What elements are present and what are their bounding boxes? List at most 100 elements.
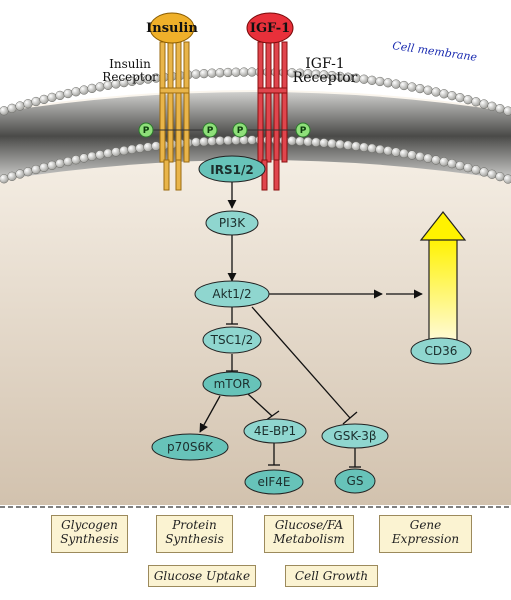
lipid-head: [79, 85, 89, 95]
insulin-ligand-label: Insulin: [146, 21, 198, 36]
lipid-head: [151, 141, 161, 151]
lipid-head: [327, 138, 337, 149]
lipid-head: [487, 101, 497, 111]
lipid-head: [191, 137, 201, 147]
lipid-head: [415, 151, 425, 162]
lipid-head: [23, 167, 33, 177]
lipid-head: [343, 140, 353, 150]
lipid-head: [463, 95, 473, 105]
lipid-head: [7, 171, 17, 181]
lipid-head: [207, 68, 217, 78]
lipid-head: [247, 135, 257, 145]
lipid-head: [63, 156, 73, 167]
phospho-site: P: [138, 122, 154, 138]
lipid-head: [487, 169, 497, 179]
lipid-head: [399, 148, 409, 159]
outcome-glycogen-synthesis: Glycogen Synthesis: [51, 515, 128, 553]
lipid-head: [127, 144, 137, 154]
outcome-line: Metabolism: [273, 532, 345, 546]
lipid-head: [495, 171, 505, 182]
lipid-head: [7, 103, 17, 113]
lipid-head: [423, 153, 433, 163]
node-pi3k: PI3K: [205, 210, 259, 236]
lipid-head: [391, 79, 401, 89]
lipid-head: [495, 103, 505, 114]
lipid-head: [223, 67, 233, 78]
node-p70: p70S6K: [151, 433, 229, 461]
lipid-head: [407, 82, 417, 92]
edge-akt-gsk: [251, 306, 351, 419]
outcome-line: Expression: [391, 532, 460, 546]
node-akt-label: Akt1/2: [212, 287, 251, 301]
lipid-head: [191, 69, 201, 79]
lipid-head: [47, 92, 57, 103]
lipid-head: [455, 92, 465, 103]
lipid-head: [79, 153, 89, 163]
lipid-head: [87, 151, 97, 162]
lipid-head: [351, 141, 361, 151]
lipid-head: [463, 163, 473, 173]
lipid-head: [367, 143, 377, 153]
node-p70-label: p70S6K: [167, 440, 214, 454]
outcome-protein-synthesis: Protein Synthesis: [156, 515, 233, 553]
node-tsc: TSC1/2: [202, 326, 262, 354]
edge-mtor-bp1: [247, 393, 273, 417]
lipid-head: [471, 165, 481, 175]
outcome-line: Cell Growth: [294, 569, 369, 583]
lipid-head: [447, 91, 457, 101]
outcome-line: Synthesis: [165, 532, 224, 546]
node-cd36-label: CD36: [425, 344, 458, 358]
outcome-line: Synthesis: [60, 532, 119, 546]
insulin-receptor-label-line1: Insulin: [109, 57, 151, 71]
lipid-head: [439, 157, 449, 167]
lipid-head: [391, 147, 401, 157]
lipid-head: [87, 83, 97, 94]
lipid-head: [0, 174, 9, 184]
node-gs: GS: [334, 468, 376, 494]
node-bp1-label: 4E-BP1: [254, 424, 296, 438]
node-eif4e: eIF4E: [244, 469, 304, 495]
lipid-head: [71, 155, 81, 165]
insulin-ligand: [149, 12, 195, 44]
node-tsc-label: TSC1/2: [210, 333, 254, 347]
lipid-head: [135, 143, 145, 153]
igf1-ligand-label: IGF-1: [250, 21, 290, 36]
lipid-head: [447, 159, 457, 169]
outcome-line: Glucose/FA: [274, 518, 344, 532]
lipid-head: [319, 138, 329, 148]
lipid-head: [431, 87, 441, 97]
lipid-head: [199, 68, 209, 79]
node-gs-label: GS: [347, 474, 364, 488]
igf1-ligand: [246, 12, 294, 44]
lipid-head: [231, 67, 241, 77]
lipid-head: [375, 76, 385, 87]
lipid-head: [503, 174, 511, 184]
lipid-head: [399, 80, 409, 91]
insulin-receptor-label-line2: Receptor: [102, 70, 158, 84]
lipid-head: [247, 67, 257, 77]
outcome-gene-expression: Gene Expression: [379, 515, 472, 553]
lipid-head: [215, 136, 225, 146]
lipid-head: [367, 75, 377, 85]
phospho-label: P: [300, 126, 307, 136]
lipid-head: [31, 96, 41, 107]
node-gsk-label: GSK-3β: [333, 429, 376, 443]
igf1-receptor-label-line1: IGF-1: [305, 56, 344, 72]
outcome-glucose-uptake: Glucose Uptake: [148, 565, 256, 587]
lipid-head: [423, 85, 433, 95]
node-pi3k-label: PI3K: [219, 216, 246, 230]
lipid-head: [295, 136, 305, 146]
phospho-sites: P P P P: [138, 122, 311, 138]
lipid-head: [63, 88, 73, 99]
node-irs: IRS1/2: [198, 155, 266, 183]
edge-mtor-p70: [199, 395, 221, 433]
cell-membrane-label: Cell membrane: [392, 39, 479, 64]
outcome-line: Protein: [172, 518, 217, 532]
lipid-head: [407, 150, 417, 160]
lipid-head: [311, 137, 321, 147]
phospho-label: P: [237, 126, 244, 136]
lipid-head: [479, 167, 489, 177]
lipid-head: [39, 162, 49, 173]
lipid-head: [415, 83, 425, 94]
